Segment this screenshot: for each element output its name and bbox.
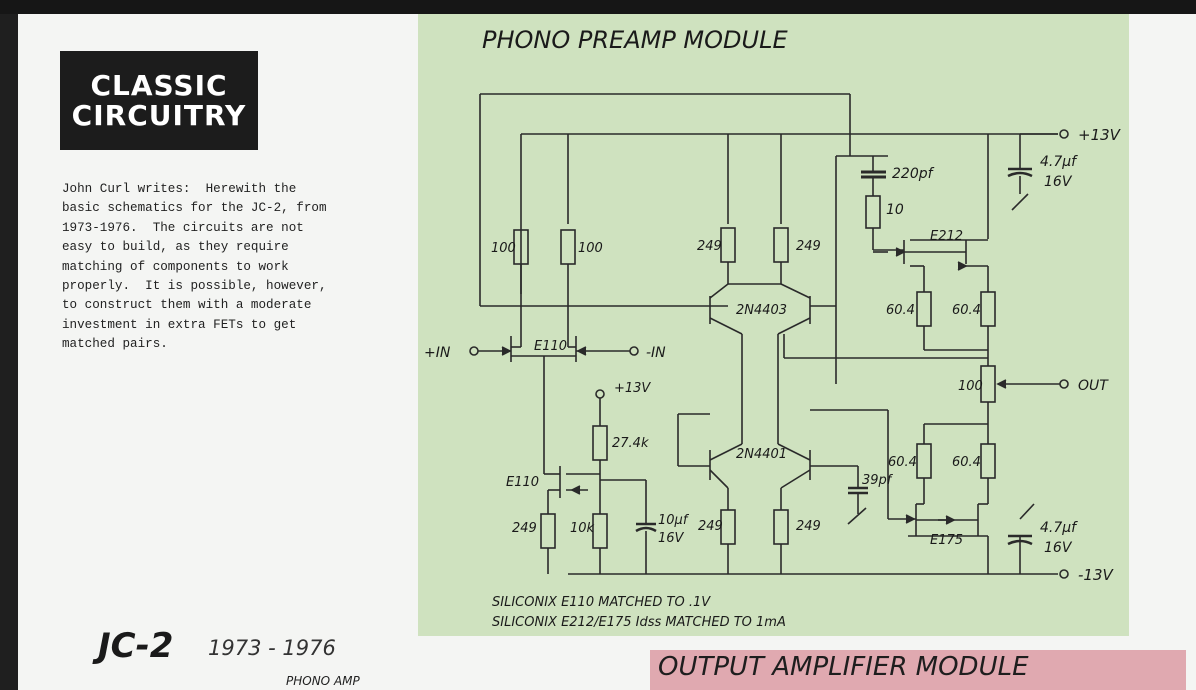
output-amplifier-module-band: OUTPUT AMPLIFIER MODULE	[650, 650, 1186, 690]
left-dark-band	[0, 14, 18, 690]
schematic-title: PHONO PREAMP MODULE	[482, 26, 788, 54]
logo-line-1: CLASSIC	[90, 68, 228, 102]
label-r604a: 60.4	[886, 303, 915, 318]
label-c47b: 4.7µf	[1040, 520, 1078, 536]
top-dark-strip	[0, 0, 1196, 14]
output-amplifier-module-title: OUTPUT AMPLIFIER MODULE	[658, 652, 1029, 682]
classic-circuitry-logo: CLASSIC CIRCUITRY	[60, 51, 258, 150]
letter-line: properly. It is possible, however,	[62, 279, 327, 294]
label-minus13: -13V	[1078, 566, 1114, 584]
label-v16c: 16V	[658, 531, 685, 546]
model-name: JC-2	[98, 626, 174, 666]
schematic-note-1: SILICONIX E110 MATCHED TO .1V	[492, 595, 711, 610]
label-c47a: 4.7µf	[1040, 154, 1078, 170]
label-r604d: 60.4	[952, 455, 981, 470]
schematic-note-2: SILICONIX E212/E175 Idss MATCHED TO 1mA	[492, 615, 786, 630]
letter-line: investment in extra FETs to get	[62, 317, 297, 332]
letter-line: to construct them with a moderate	[62, 298, 312, 313]
label-r249a: 249	[697, 239, 722, 254]
model-years: 1973 - 1976	[208, 636, 336, 660]
label-q2n4401: 2N4401	[736, 447, 787, 462]
label-plus13-top: +13V	[1078, 126, 1122, 144]
label-r249c: 249	[698, 519, 723, 534]
label-r100b: 100	[578, 241, 603, 256]
label-plus13-mid: +13V	[614, 381, 651, 396]
label-r100a: 100	[491, 241, 516, 256]
letter-line: matching of components to work	[62, 259, 289, 274]
label-e175: E175	[930, 533, 963, 548]
document-page: CLASSIC CIRCUITRY John Curl writes: Here…	[18, 14, 1196, 690]
label-r100pot: 100	[958, 379, 983, 394]
label-v16a: 16V	[1044, 174, 1073, 190]
label-q2n4403: 2N4403	[736, 303, 787, 318]
label-c220: 220pf	[892, 166, 935, 182]
letter-line: John Curl writes: Herewith the	[62, 182, 297, 196]
label-e110a: E110	[534, 339, 567, 354]
label-in-minus: -IN	[646, 345, 666, 361]
label-r604c: 60.4	[888, 455, 917, 470]
letter-line: easy to build, as they require	[62, 240, 289, 255]
label-e212: E212	[930, 229, 963, 244]
label-e110b: E110	[506, 475, 539, 490]
label-r249e: 249	[512, 521, 537, 536]
label-in-plus: +IN	[424, 345, 451, 361]
phono-amp-label: PHONO AMP	[286, 674, 360, 688]
label-r249b: 249	[796, 239, 821, 254]
letter-line: matched pairs.	[62, 337, 168, 352]
label-r10k: 10k	[570, 521, 595, 536]
label-c39: 39pf	[862, 473, 894, 488]
letter-text: John Curl writes: Herewith the basic sch…	[62, 180, 412, 355]
letter-line: 1973-1976. The circuits are not	[62, 220, 304, 235]
label-r604b: 60.4	[952, 303, 981, 318]
label-r249d: 249	[796, 519, 821, 534]
label-v16b: 16V	[1044, 540, 1073, 556]
schematic-drawing: PHONO PREAMP MODULE +13V -13V	[424, 26, 1122, 630]
label-r10: 10	[886, 202, 904, 218]
label-out: OUT	[1078, 378, 1109, 394]
label-c10: 10µf	[658, 513, 690, 528]
phono-preamp-schematic: PHONO PREAMP MODULE +13V -13V	[418, 14, 1129, 636]
label-r274: 27.4k	[612, 436, 649, 451]
letter-line: basic schematics for the JC-2, from	[62, 201, 327, 216]
logo-line-2: CIRCUITRY	[71, 98, 247, 132]
